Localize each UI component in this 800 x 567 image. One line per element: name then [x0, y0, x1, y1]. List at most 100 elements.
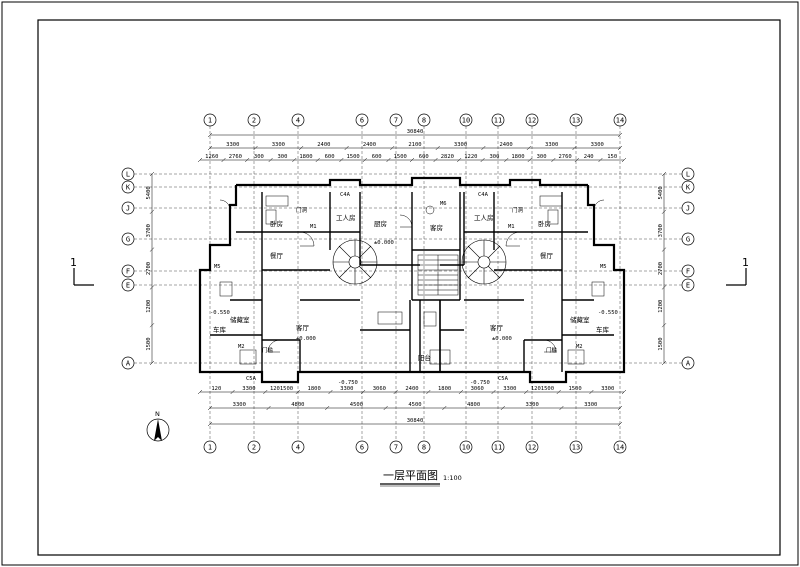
axis-bubble-col-2-bottom — [247, 440, 261, 454]
dim-left-vertical-3: 1200 — [146, 300, 152, 313]
axis-label-row-F-right: F — [686, 268, 690, 276]
dim-bottom-detail-7: 1800 — [438, 386, 451, 392]
axis-bubble-col-13-top — [569, 113, 583, 127]
room-bed-right: 卧房 — [538, 219, 551, 228]
dim-top-segment-6: 2400 — [499, 142, 512, 148]
axis-label-row-J-left: J — [126, 205, 130, 213]
dim-top-detail-16: 240 — [584, 154, 594, 160]
axis-bubble-col-6-bottom — [355, 440, 369, 454]
axis-bubble-col-8-top — [417, 113, 431, 127]
dim-bottom-detail-6: 2400 — [405, 386, 418, 392]
tag-gate-left: 门洞 — [296, 206, 308, 214]
dim-top-detail-8: 1500 — [394, 154, 407, 160]
inner-partitions-right — [439, 192, 614, 372]
axis-label-row-G-left: G — [126, 236, 130, 244]
dim-right-vertical-1: 3700 — [658, 224, 664, 237]
axis-bubble-row-E-left — [121, 278, 135, 292]
axis-label-col-14-bottom: 14 — [616, 444, 624, 452]
axis-bubble-col-4-top — [291, 113, 305, 127]
dim-right-vertical-4: 1500 — [658, 337, 664, 350]
level-bottom-right: -0.750 — [470, 380, 490, 386]
axis-bubble-col-14-bottom — [613, 440, 627, 454]
tag-m6: M6 — [440, 201, 447, 207]
level-garage-left: -0.550 — [210, 310, 230, 316]
dim-top-detail-1: 2760 — [229, 154, 242, 160]
section-label-right: 1 — [742, 256, 749, 269]
level-living-right: ±0.000 — [492, 336, 512, 342]
axis-bubble-col-11-top — [491, 113, 505, 127]
axis-bubble-row-L-right — [681, 167, 695, 181]
straight-stair-center — [417, 254, 459, 296]
tag-c5a-left: C5A — [246, 376, 257, 382]
axis-bubble-col-12-top — [525, 113, 539, 127]
room-kitchen-left: 厨房 — [374, 219, 387, 228]
outer-wall-top — [236, 176, 588, 187]
axis-label-row-E-right: E — [686, 282, 690, 290]
dim-bottom-segment-6: 3300 — [584, 402, 597, 408]
dim-top-detail-0: 1260 — [205, 154, 218, 160]
axis-bubble-col-11-bottom — [491, 440, 505, 454]
tag-m1-left: M1 — [310, 224, 317, 230]
axis-bubble-col-14-top — [613, 113, 627, 127]
dim-bottom-detail-0: 120 — [211, 386, 221, 392]
tag-door-mb-left: 门槛 — [262, 346, 274, 354]
room-guest: 客房 — [430, 223, 443, 232]
axis-bubble-col-6-top — [355, 113, 369, 127]
north-label: N — [155, 410, 160, 418]
axis-label-row-G-right: G — [686, 236, 690, 244]
axis-bubble-row-F-left — [121, 264, 135, 278]
dim-left-vertical-4: 1500 — [146, 337, 152, 350]
sheet-inner-border — [37, 19, 781, 556]
axis-bubble-row-E-right — [681, 278, 695, 292]
dim-right-vertical-2: 2700 — [658, 262, 664, 275]
door-swings — [219, 199, 605, 353]
axis-bubble-col-7-top — [389, 113, 403, 127]
dim-left-vertical-1: 3700 — [146, 224, 152, 237]
axis-label-col-6-top: 6 — [360, 117, 364, 125]
level-center: ±0.000 — [374, 240, 394, 246]
axis-label-col-4-bottom: 4 — [296, 444, 300, 452]
dim-bottom-detail-9: 3300 — [503, 386, 516, 392]
room-worker-right: 工人房 — [474, 213, 494, 222]
axis-bubble-col-7-bottom — [389, 440, 403, 454]
axis-label-col-2-top: 2 — [252, 117, 256, 125]
dim-bottom-segment-0: 3300 — [233, 402, 246, 408]
room-dining-right: 餐厅 — [540, 251, 554, 260]
dim-top-segment-1: 3300 — [272, 142, 285, 148]
tag-gate-right: 门洞 — [512, 206, 524, 214]
axis-bubble-col-1-top — [203, 113, 217, 127]
tag-c4a-right: C4A — [478, 192, 489, 198]
dim-bottom-detail-1: 3300 — [242, 386, 255, 392]
dim-bottom-segment-4: 4800 — [467, 402, 480, 408]
axis-label-col-1-bottom: 1 — [208, 444, 212, 452]
room-living-right: 客厅 — [490, 323, 504, 332]
dim-top-detail-17: 150 — [607, 154, 617, 160]
tag-door-mb-right: 门槛 — [546, 346, 558, 354]
dim-bottom-detail-4: 3300 — [340, 386, 353, 392]
dim-top-overall-0: 30840 — [407, 129, 424, 135]
axis-bubble-row-F-right — [681, 264, 695, 278]
axis-label-col-7-top: 7 — [394, 117, 398, 125]
axis-label-row-A-right: A — [686, 360, 691, 368]
axis-bubble-col-1-bottom — [203, 440, 217, 454]
dim-bottom-segment-5: 3300 — [526, 402, 539, 408]
axis-bubble-col-13-bottom — [569, 440, 583, 454]
dim-top-segment-3: 2400 — [363, 142, 376, 148]
room-terrace: 阳台 — [418, 353, 431, 362]
dim-top-segment-4: 2100 — [408, 142, 421, 148]
axis-label-col-1-top: 1 — [208, 117, 212, 125]
dim-bottom-detail-11: 1500 — [568, 386, 581, 392]
section-label-left: 1 — [70, 256, 77, 269]
tag-m2-right: M2 — [576, 344, 583, 350]
axis-bubble-col-10-top — [459, 113, 473, 127]
dimension-texts: 30840 3300 3300 2400 2400 2100 3300 2400 3300 330… — [146, 129, 664, 424]
room-storage-left: 储藏室 — [230, 315, 250, 324]
dim-top-detail-6: 1500 — [346, 154, 359, 160]
axis-bubble-row-K-right — [681, 180, 695, 194]
room-worker-left: 工人房 — [336, 213, 356, 222]
tag-m5-left: M5 — [214, 264, 221, 270]
opening-tags: M1 M1 M2 M2 M5 M5 M6 C4A C4A C5A C5A 门洞 … — [214, 192, 607, 382]
dim-bottom-detail-8: 3060 — [471, 386, 484, 392]
